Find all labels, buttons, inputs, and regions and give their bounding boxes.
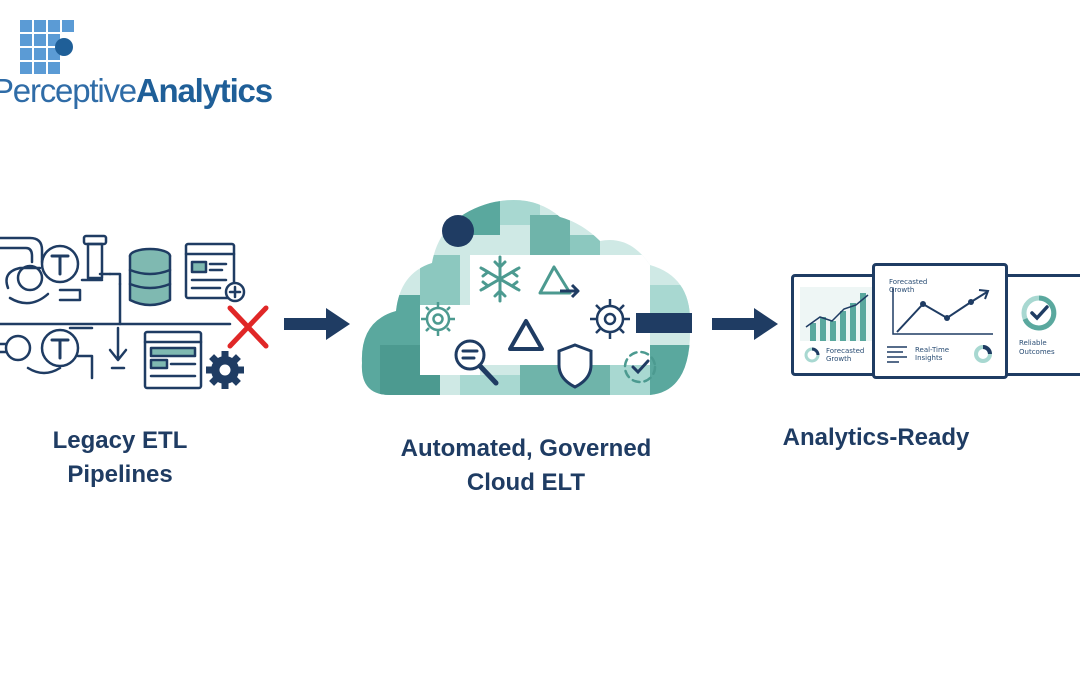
- stage-title-legacy-line1: Legacy ETL: [52, 427, 188, 454]
- refresh-check-icon: [623, 350, 657, 384]
- brand-name-part1: Perceptive: [0, 72, 137, 109]
- cloud-bar: [636, 313, 692, 333]
- gear-icon: [421, 302, 455, 336]
- shield-icon: [557, 343, 593, 389]
- window-icon: [184, 242, 236, 300]
- database-icon: [128, 247, 172, 307]
- transform-t-icon: [16, 244, 80, 292]
- table-window-icon: [143, 330, 203, 390]
- panel2-header-line2: Growth: [889, 286, 915, 294]
- stage-title-cloud: Automated, Governed Cloud ELT: [366, 432, 686, 500]
- delta-icon: [508, 319, 544, 351]
- download-icon: [108, 326, 128, 370]
- cloud-icon: [361, 200, 691, 396]
- panel2-label-line2: Insights: [915, 354, 943, 362]
- transform-t-icon: [40, 328, 80, 368]
- snowflake-icon: [479, 255, 521, 303]
- stage-title-legacy: Legacy ETL Pipelines: [20, 424, 220, 492]
- stage-title-analytics: Analytics-Ready: [756, 421, 996, 455]
- panel3-label: Reliable Outcomes: [1019, 339, 1055, 357]
- panel2-header: Forecasted Growth: [889, 278, 927, 294]
- pipe-icon: [0, 234, 112, 305]
- brand-name: PerceptiveAnalytics: [0, 72, 273, 109]
- donut-icon: [974, 345, 992, 363]
- brand-name-part2: Analytics: [135, 72, 273, 109]
- search-icon: [454, 339, 499, 386]
- list-lines-icon: [887, 346, 907, 363]
- logo-grid-icon: [20, 20, 74, 74]
- x-mark-icon: [227, 305, 269, 349]
- line-chart-panel: Forecasted Growth Real-Time Insights: [872, 263, 1008, 379]
- add-icon: [224, 281, 246, 303]
- legacy-etl-illustration: [0, 228, 280, 398]
- panel2-label: Real-Time Insights: [915, 346, 949, 362]
- panel1-label-line1: Forecasted: [826, 347, 865, 355]
- bar-chart: [800, 287, 872, 341]
- donut-icon: [804, 347, 820, 363]
- stage-title-analytics-line1: Analytics-Ready: [782, 424, 970, 451]
- arrow-right-icon: [712, 308, 778, 340]
- outcomes-check-icon: [1021, 295, 1057, 331]
- line-chart: [892, 288, 993, 335]
- cloud-elt-illustration: [360, 195, 700, 405]
- arrow-right-icon: [284, 308, 350, 340]
- panel3-label-line1: Reliable: [1019, 339, 1047, 347]
- stage-title-cloud-line2: Cloud ELT: [466, 469, 586, 496]
- gear-icon: [590, 299, 630, 339]
- delta-arrow-icon: [538, 265, 580, 299]
- cloud-dot: [442, 215, 474, 247]
- outcomes-panel: Reliable Outcomes: [1002, 274, 1080, 376]
- panel3-label-line2: Outcomes: [1019, 348, 1055, 356]
- panel1-label-line2: Growth: [826, 355, 852, 363]
- gear-icon: [206, 351, 244, 389]
- brand-logo: PerceptiveAnalytics: [0, 0, 273, 120]
- panel2-label-line1: Real-Time: [915, 346, 950, 354]
- panel1-label: Forecasted Growth: [826, 347, 864, 363]
- stage-title-cloud-line1: Automated, Governed: [400, 435, 652, 462]
- stage-title-legacy-line2: Pipelines: [67, 461, 173, 488]
- panel2-header-line1: Forecasted: [889, 278, 928, 286]
- bar-chart-panel: Forecasted Growth: [791, 274, 881, 376]
